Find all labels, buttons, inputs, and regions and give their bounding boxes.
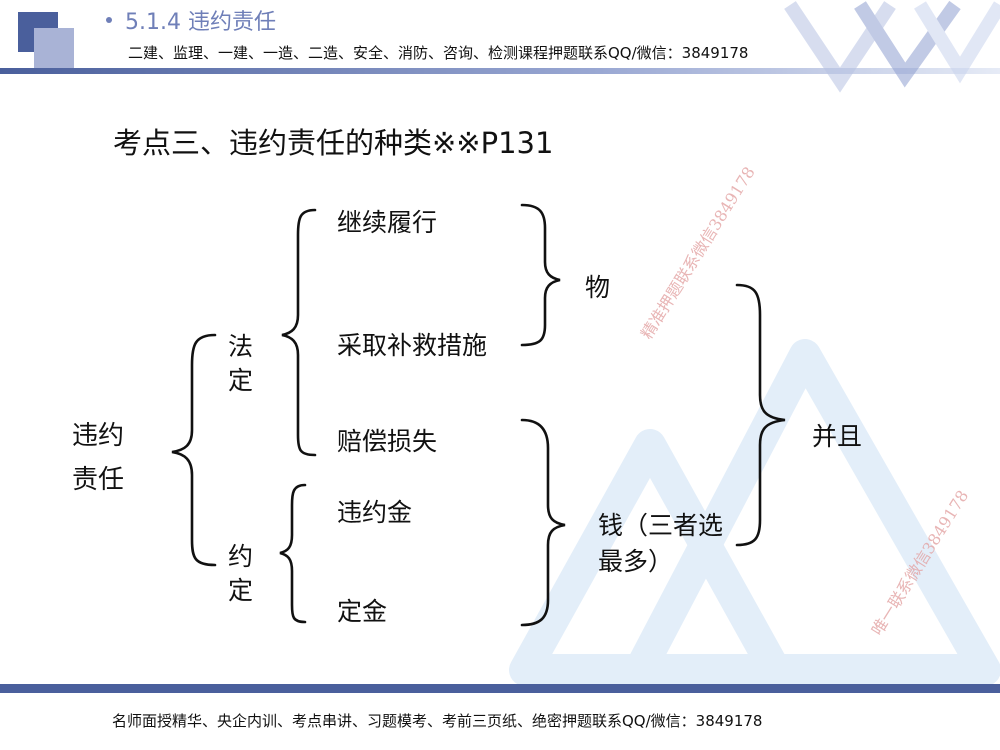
combine-label: 并且 (812, 422, 863, 451)
group-goods: 物 (585, 273, 611, 302)
section-title: 5.1.4 违约责任 (125, 10, 276, 35)
item-remedial-measures: 采取补救措施 (337, 331, 488, 360)
header-square-light (34, 28, 74, 68)
slide-title: 考点三、违约责任的种类※※P131 (113, 126, 554, 160)
header-rule (0, 68, 1000, 74)
brace-root (171, 333, 217, 567)
branch-statutory: 法定 (228, 332, 254, 395)
brace-combine (735, 283, 786, 547)
item-liquidated-damages: 违约金 (337, 498, 413, 527)
brace-money (520, 418, 566, 627)
root-node: 违约责任 (72, 421, 125, 495)
header-chevrons (784, 0, 1000, 93)
item-continue-performance: 继续履行 (337, 208, 438, 237)
group-money: 钱（三者选最多） (598, 511, 724, 576)
branch-agreed: 约定 (228, 542, 254, 605)
bullet-dot (106, 17, 112, 23)
brace-statutory (281, 208, 317, 457)
brace-agreed (279, 483, 307, 624)
footer-bar (0, 684, 1000, 693)
brace-goods (520, 203, 561, 347)
item-compensate-losses: 赔偿损失 (337, 427, 438, 456)
header-promo-text: 二建、监理、一建、一造、二造、安全、消防、咨询、检测课程押题联系QQ/微信：38… (128, 44, 749, 62)
decor-triangle-large (624, 339, 1000, 686)
item-deposit: 定金 (337, 597, 388, 626)
footer-promo-text: 名师面授精华、央企内训、考点串讲、习题模考、考前三页纸、绝密押题联系QQ/微信：… (112, 712, 763, 730)
